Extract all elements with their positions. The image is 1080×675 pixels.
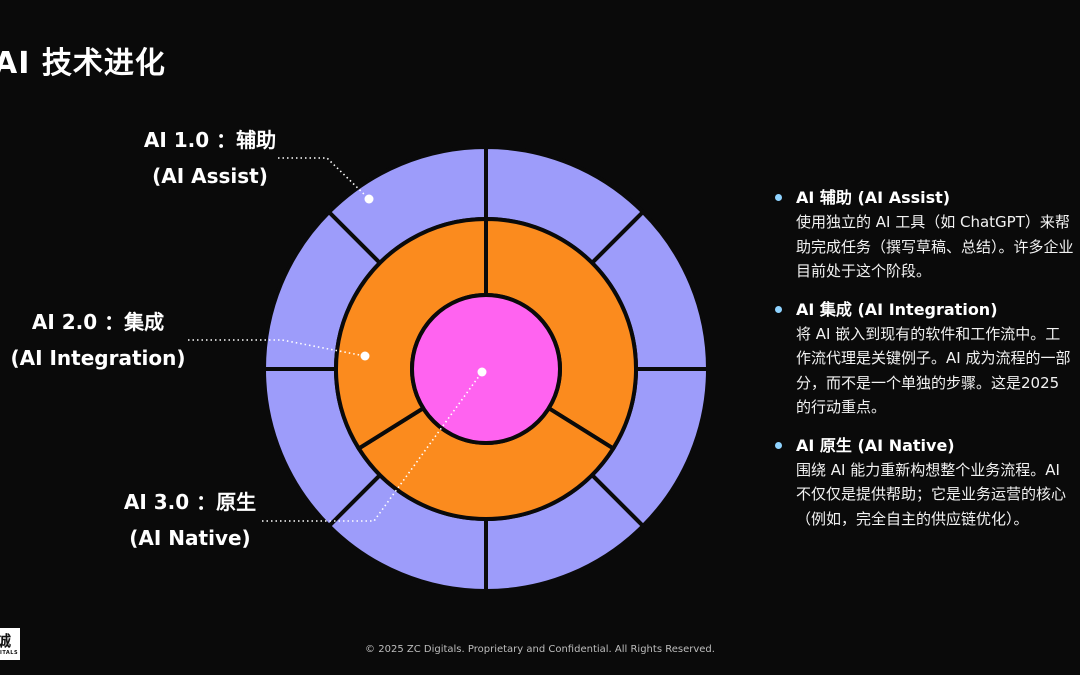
label-ai-assist: AI 1.0 ：辅助 (AI Assist)	[130, 122, 290, 194]
company-logo: 诚 ITALS	[0, 628, 20, 660]
label-ai-integration-line2: (AI Integration)	[10, 346, 186, 370]
description-list: AI 辅助 (AI Assist) 使用独立的 AI 工具（如 ChatGPT）…	[774, 186, 1074, 545]
list-item-heading: AI 集成 (AI Integration)	[796, 299, 998, 319]
list-item-heading: AI 原生 (AI Native)	[796, 435, 955, 455]
label-ai-assist-line2: (AI Assist)	[152, 164, 268, 188]
label-ai-integration-line1: AI 2.0 ：集成	[31, 310, 165, 334]
footer-copyright: © 2025 ZC Digitals. Proprietary and Conf…	[365, 644, 715, 655]
page-title: AI 技术进化	[0, 46, 166, 81]
logo-char: 诚	[0, 632, 12, 650]
list-item: AI 集成 (AI Integration) 将 AI 嵌入到现有的软件和工作流…	[774, 298, 1074, 420]
label-ai-integration: AI 2.0 ：集成 (AI Integration)	[8, 304, 188, 376]
list-item: AI 辅助 (AI Assist) 使用独立的 AI 工具（如 ChatGPT）…	[774, 186, 1074, 284]
list-item-body: 使用独立的 AI 工具（如 ChatGPT）来帮助完成任务（撰写草稿、总结）。许…	[796, 213, 1074, 280]
leader-ai-native	[262, 371, 483, 522]
list-item-heading: AI 辅助 (AI Assist)	[796, 188, 951, 207]
list-item-body: 将 AI 嵌入到现有的软件和工作流中。工作流代理是关键例子。AI 成为流程的一部…	[796, 324, 1071, 417]
core-circle	[410, 293, 562, 445]
list-item: AI 原生 (AI Native) 围绕 AI 能力重新构想整个业务流程。AI …	[774, 434, 1074, 532]
label-ai-assist-line1: AI 1.0 ：辅助	[143, 128, 277, 152]
label-ai-native-line2: (AI Native)	[129, 526, 251, 550]
bullet-dot-icon	[775, 305, 782, 313]
list-item-body: 围绕 AI 能力重新构想整个业务流程。AI 不仅仅是提供帮助；它是业务运营的核心…	[796, 460, 1067, 528]
logo-subtext: ITALS	[0, 650, 19, 656]
bullet-dot-icon	[775, 194, 782, 201]
label-ai-native: AI 3.0 ：原生 (AI Native)	[110, 484, 270, 556]
leader-endpoint-dot	[364, 194, 374, 204]
leader-endpoint-dot	[477, 367, 487, 377]
bullet-dot-icon	[775, 441, 782, 449]
label-ai-native-line1: AI 3.0 ：原生	[123, 490, 257, 514]
leader-endpoint-dot	[360, 351, 370, 361]
